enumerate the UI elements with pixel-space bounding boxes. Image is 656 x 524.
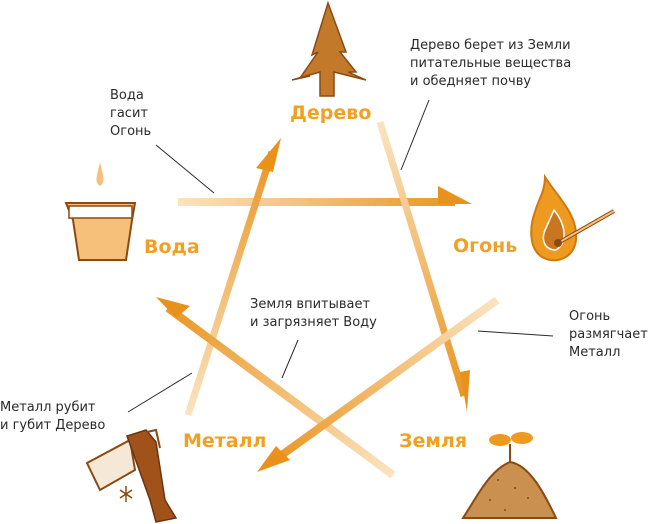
water-pot-icon	[64, 162, 137, 261]
leader-lines	[127, 99, 554, 413]
arrow-water-to-fire	[178, 186, 472, 206]
tree-icon	[291, 0, 367, 97]
label-wood: Дерево	[290, 102, 372, 124]
label-metal: Металл	[183, 430, 267, 452]
note-wood-depletes-earth: Дерево берет из Земли питательные вещест…	[410, 38, 572, 89]
arrow-wood-to-earth	[376, 120, 470, 412]
note-water-extinguishes-fire: Вода гасит Огонь	[110, 88, 152, 139]
note-fire-softens-metal: Огонь размягчает Металл	[569, 309, 648, 360]
label-fire: Огонь	[453, 235, 518, 257]
arrow-earth-to-water	[156, 297, 396, 479]
axe-icon	[85, 428, 178, 523]
note-earth-pollutes-water: Земля впитывает и загрязняет Воду	[250, 297, 377, 330]
label-earth: Земля	[399, 430, 468, 452]
note-metal-cuts-wood: Металл рубит и губит Дерево	[0, 400, 106, 433]
flame-match-icon	[530, 173, 615, 262]
arrow-metal-to-wood	[184, 138, 281, 417]
label-water: Вода	[144, 236, 200, 258]
earth-sprout-icon	[461, 432, 558, 519]
arrow-fire-to-metal	[257, 296, 500, 472]
